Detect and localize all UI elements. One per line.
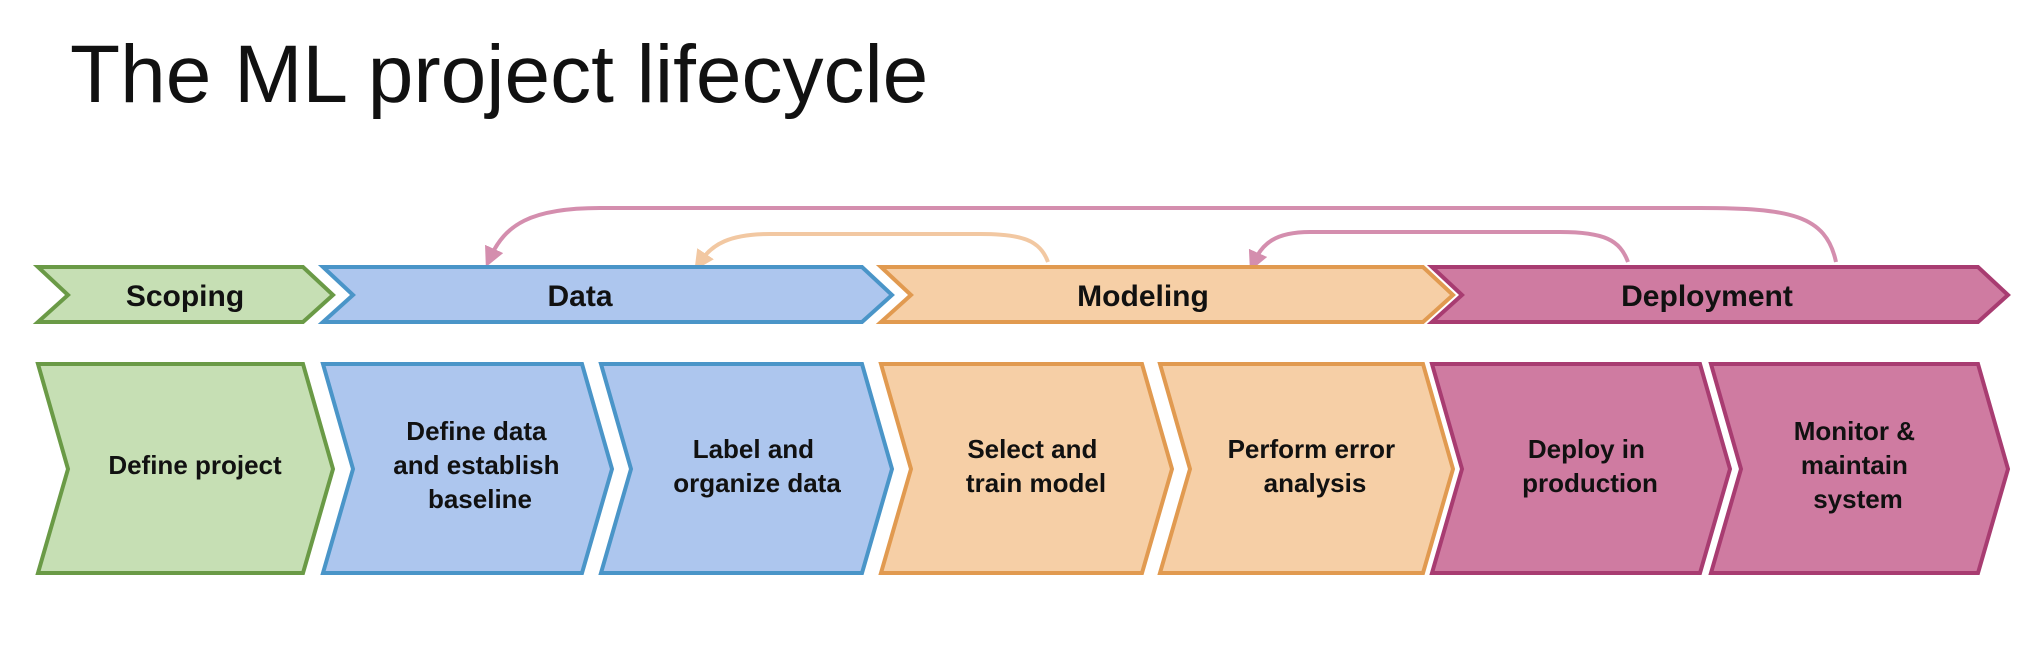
loop-deployment-to-data-arrow: [485, 206, 1838, 268]
phase-scoping: Scoping: [32, 265, 336, 324]
phase-label-deployment: Deployment: [1621, 280, 1793, 313]
svg-text:Define data and establ: Define data and establish baseline: [393, 416, 566, 514]
step-label-error-analysis-line1: Perform error: [1228, 434, 1396, 464]
step-monitor: Monitor & maintain system: [1708, 362, 2011, 575]
step-label-define-data-line1: Define data: [406, 416, 547, 446]
step-label-monitor-line1: Monitor &: [1794, 416, 1915, 446]
phase-modeling: Modeling: [875, 265, 1456, 324]
svg-text:Label and organize dat: Label and organize data: [673, 434, 841, 498]
svg-text:Perform error analysis: Perform error analysis: [1228, 434, 1403, 498]
step-label-select-train-line1: Select and: [967, 434, 1097, 464]
svg-text:Select and train model: Select and train model: [966, 434, 1106, 498]
step-label-select-train-line2: train model: [966, 468, 1106, 498]
step-label-label-organize-line2: organize data: [673, 468, 841, 498]
phase-deployment: Deployment: [1426, 265, 2011, 324]
step-label-define-project: Define project: [108, 450, 282, 480]
step-label-define-data-line3: baseline: [428, 484, 532, 514]
step-label-monitor-line3: system: [1813, 484, 1903, 514]
phase-label-data: Data: [547, 280, 612, 313]
loop-deployment-to-modeling-arrow: [1248, 230, 1630, 272]
step-define-project: Define project: [35, 362, 336, 575]
svg-text:Define project: Define project: [108, 450, 282, 480]
page-title: The ML project lifecycle: [70, 29, 929, 120]
step-label-organize: Label and organize data: [598, 362, 895, 575]
step-select-train: Select and train model: [878, 362, 1175, 575]
step-label-define-data-line2: and establish: [393, 450, 559, 480]
phase-label-scoping: Scoping: [126, 280, 244, 313]
step-deploy: Deploy in production: [1429, 362, 1733, 575]
loop-modeling-to-data-arrow: [694, 232, 1050, 271]
svg-text:Deploy in production: Deploy in production: [1522, 434, 1658, 498]
phase-data: Data: [317, 265, 895, 324]
step-label-label-organize-line1: Label and: [693, 434, 814, 464]
step-error-analysis: Perform error analysis: [1157, 362, 1456, 575]
step-label-monitor-line2: maintain: [1801, 450, 1908, 480]
step-label-error-analysis-line2: analysis: [1264, 468, 1367, 498]
phase-label-modeling: Modeling: [1077, 280, 1209, 313]
step-label-deploy-line1: Deploy in: [1528, 434, 1645, 464]
step-define-data: Define data and establish baseline: [320, 362, 615, 575]
step-label-deploy-line2: production: [1522, 468, 1658, 498]
svg-text:Monitor & maintain: Monitor & maintain system: [1794, 416, 1923, 514]
